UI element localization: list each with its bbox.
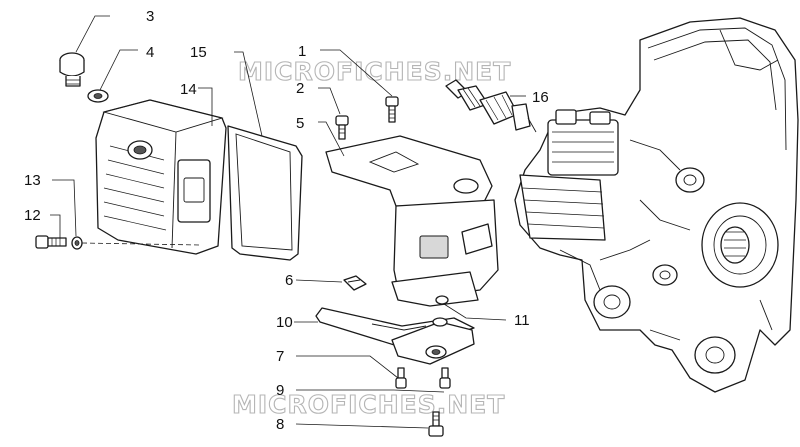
retaining-clip xyxy=(343,275,367,291)
callout-labels: 3 4 15 14 1 2 5 16 6 10 11 7 9 8 13 12 xyxy=(24,8,549,433)
heat-shield-bracket xyxy=(325,135,499,307)
screw-1 xyxy=(385,96,399,123)
callout-13: 13 xyxy=(24,172,41,189)
spark-plug xyxy=(445,79,537,133)
cylinder-head-cover xyxy=(95,99,227,255)
leader-9 xyxy=(296,389,445,393)
watermark-top: MICROFICHES.NET xyxy=(238,57,511,86)
callout-2: 2 xyxy=(296,80,304,97)
callout-6: 6 xyxy=(285,272,293,289)
leader-1 xyxy=(320,49,393,97)
sealing-washer xyxy=(87,89,109,103)
leader-6 xyxy=(295,279,343,283)
callout-10: 10 xyxy=(276,314,293,331)
callout-4: 4 xyxy=(146,44,154,61)
screw-8 xyxy=(428,411,444,437)
screw-2 xyxy=(335,115,349,140)
support-bracket xyxy=(391,317,475,365)
leader-8 xyxy=(295,423,429,429)
callout-3: 3 xyxy=(146,8,154,25)
screw-7 xyxy=(395,367,407,389)
leader-14 xyxy=(198,87,213,126)
callout-9: 9 xyxy=(276,382,284,399)
leader-15 xyxy=(234,51,263,137)
engine-block xyxy=(514,17,799,393)
watermark-bottom: MICROFICHES.NET xyxy=(232,390,505,419)
callout-16: 16 xyxy=(532,89,549,106)
leader-5 xyxy=(318,121,345,157)
assembly-line-bolt xyxy=(81,242,201,246)
head-cover-gasket xyxy=(227,125,303,261)
callout-7: 7 xyxy=(276,348,284,365)
screw-9 xyxy=(439,367,451,389)
cover-bolt xyxy=(35,235,67,249)
leader-13 xyxy=(52,179,77,237)
leader-2 xyxy=(318,87,341,115)
leader-4 xyxy=(99,49,138,91)
leader-11 xyxy=(443,303,507,321)
leader-3 xyxy=(75,15,110,53)
leader-12 xyxy=(50,214,61,238)
callout-1: 1 xyxy=(298,43,306,60)
callout-11: 11 xyxy=(514,312,530,329)
leader-7 xyxy=(296,355,399,379)
callout-5: 5 xyxy=(296,115,304,132)
callout-14: 14 xyxy=(180,81,197,98)
callout-12: 12 xyxy=(24,207,41,224)
callout-8: 8 xyxy=(276,416,284,433)
callout-15: 15 xyxy=(190,44,207,61)
bolt-washer xyxy=(71,236,83,250)
leader-lines xyxy=(50,15,526,429)
oil-filler-plug xyxy=(59,52,85,87)
